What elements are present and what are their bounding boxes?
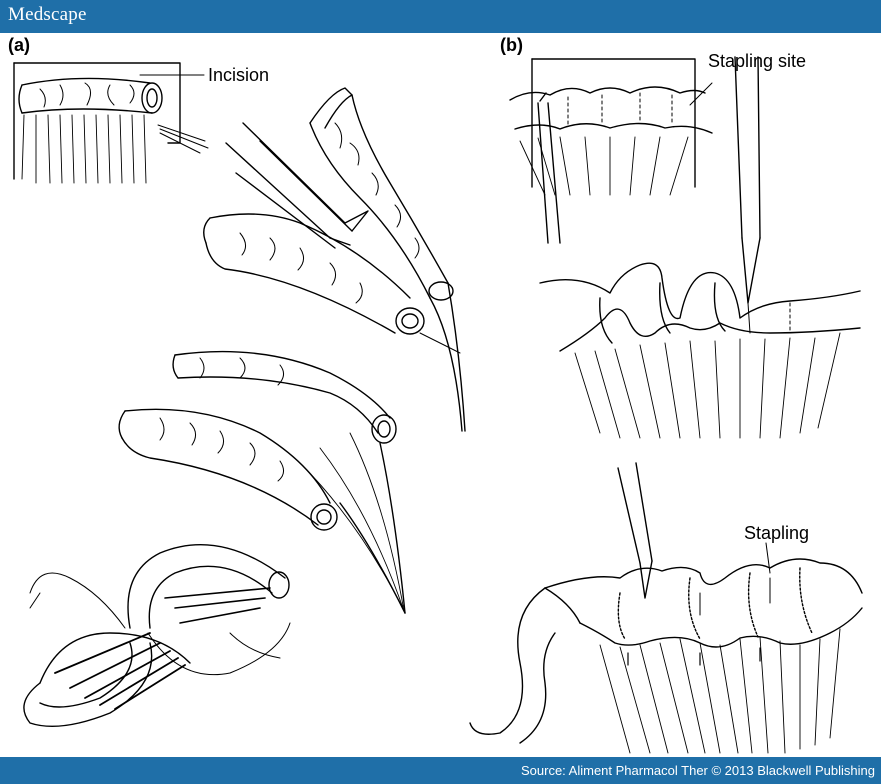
panel-a-upper-bowel bbox=[204, 88, 465, 431]
panel-a-label: (a) bbox=[8, 35, 30, 56]
panel-b-stapler-lower bbox=[618, 463, 652, 598]
panel-a-middle-bowel bbox=[119, 352, 405, 613]
stapling-callout: Stapling bbox=[744, 523, 809, 544]
brand-logo: Medscape bbox=[8, 4, 87, 26]
header-bar: Medscape bbox=[0, 0, 881, 33]
panel-a-inset bbox=[14, 63, 208, 183]
panel-b-middle-bowel bbox=[540, 263, 860, 438]
panel-b-inset bbox=[510, 59, 712, 243]
panel-b-lower-bowel bbox=[470, 543, 862, 753]
instrument-tips bbox=[226, 123, 368, 248]
panel-b-stapler-upper bbox=[735, 57, 760, 333]
panel-b-label: (b) bbox=[500, 35, 523, 56]
surgical-illustration: (a) (b) Incision Stapling site Stapling bbox=[0, 33, 881, 757]
footer-bar: Source: Aliment Pharmacol Ther © 2013 Bl… bbox=[0, 757, 881, 784]
source-credit: Source: Aliment Pharmacol Ther © 2013 Bl… bbox=[521, 763, 875, 778]
incision-callout: Incision bbox=[208, 65, 269, 86]
illustration-drawing bbox=[0, 33, 881, 757]
panel-a-anastomosis bbox=[24, 545, 290, 727]
stapling-site-callout: Stapling site bbox=[708, 51, 806, 72]
